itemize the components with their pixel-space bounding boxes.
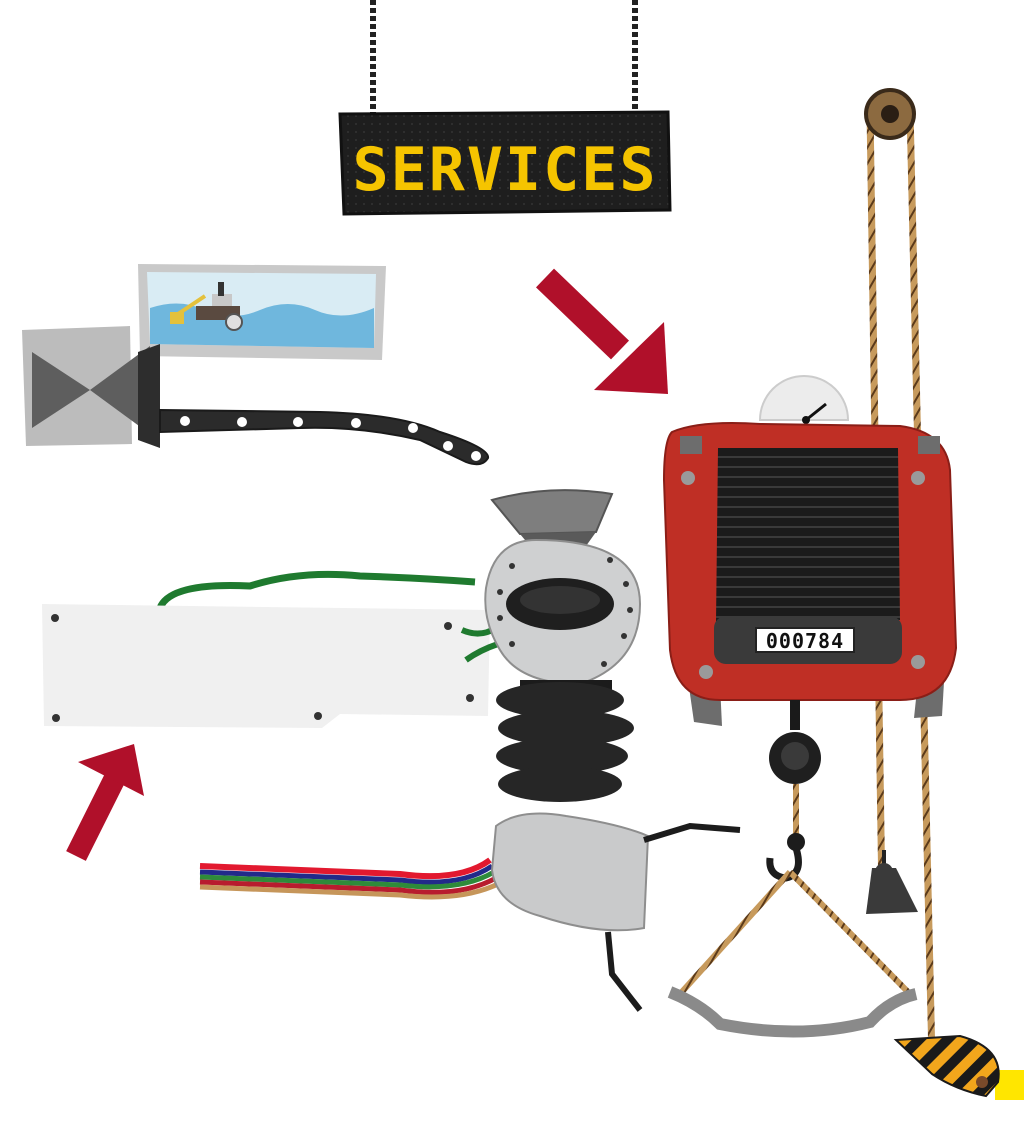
led-sign-icon: SERVICES — [338, 0, 672, 216]
cable-bundle — [199, 857, 500, 900]
crane-hook-icon — [667, 784, 918, 1038]
hazard-handle — [893, 1034, 1024, 1100]
robot-mascot-icon — [484, 489, 741, 1012]
arrow-down-right-icon — [535, 268, 668, 394]
paddle-steamer-icon — [138, 264, 386, 360]
counterweight-icon — [866, 850, 918, 914]
blank-panel — [42, 570, 499, 728]
arrow-up-right-icon — [66, 744, 144, 861]
sign-text: SERVICES — [353, 135, 658, 205]
meter-counter: 000784 — [766, 629, 844, 653]
loudspeaker-pump-icon — [22, 326, 489, 466]
radio-meter-icon: 000784 — [662, 375, 958, 784]
